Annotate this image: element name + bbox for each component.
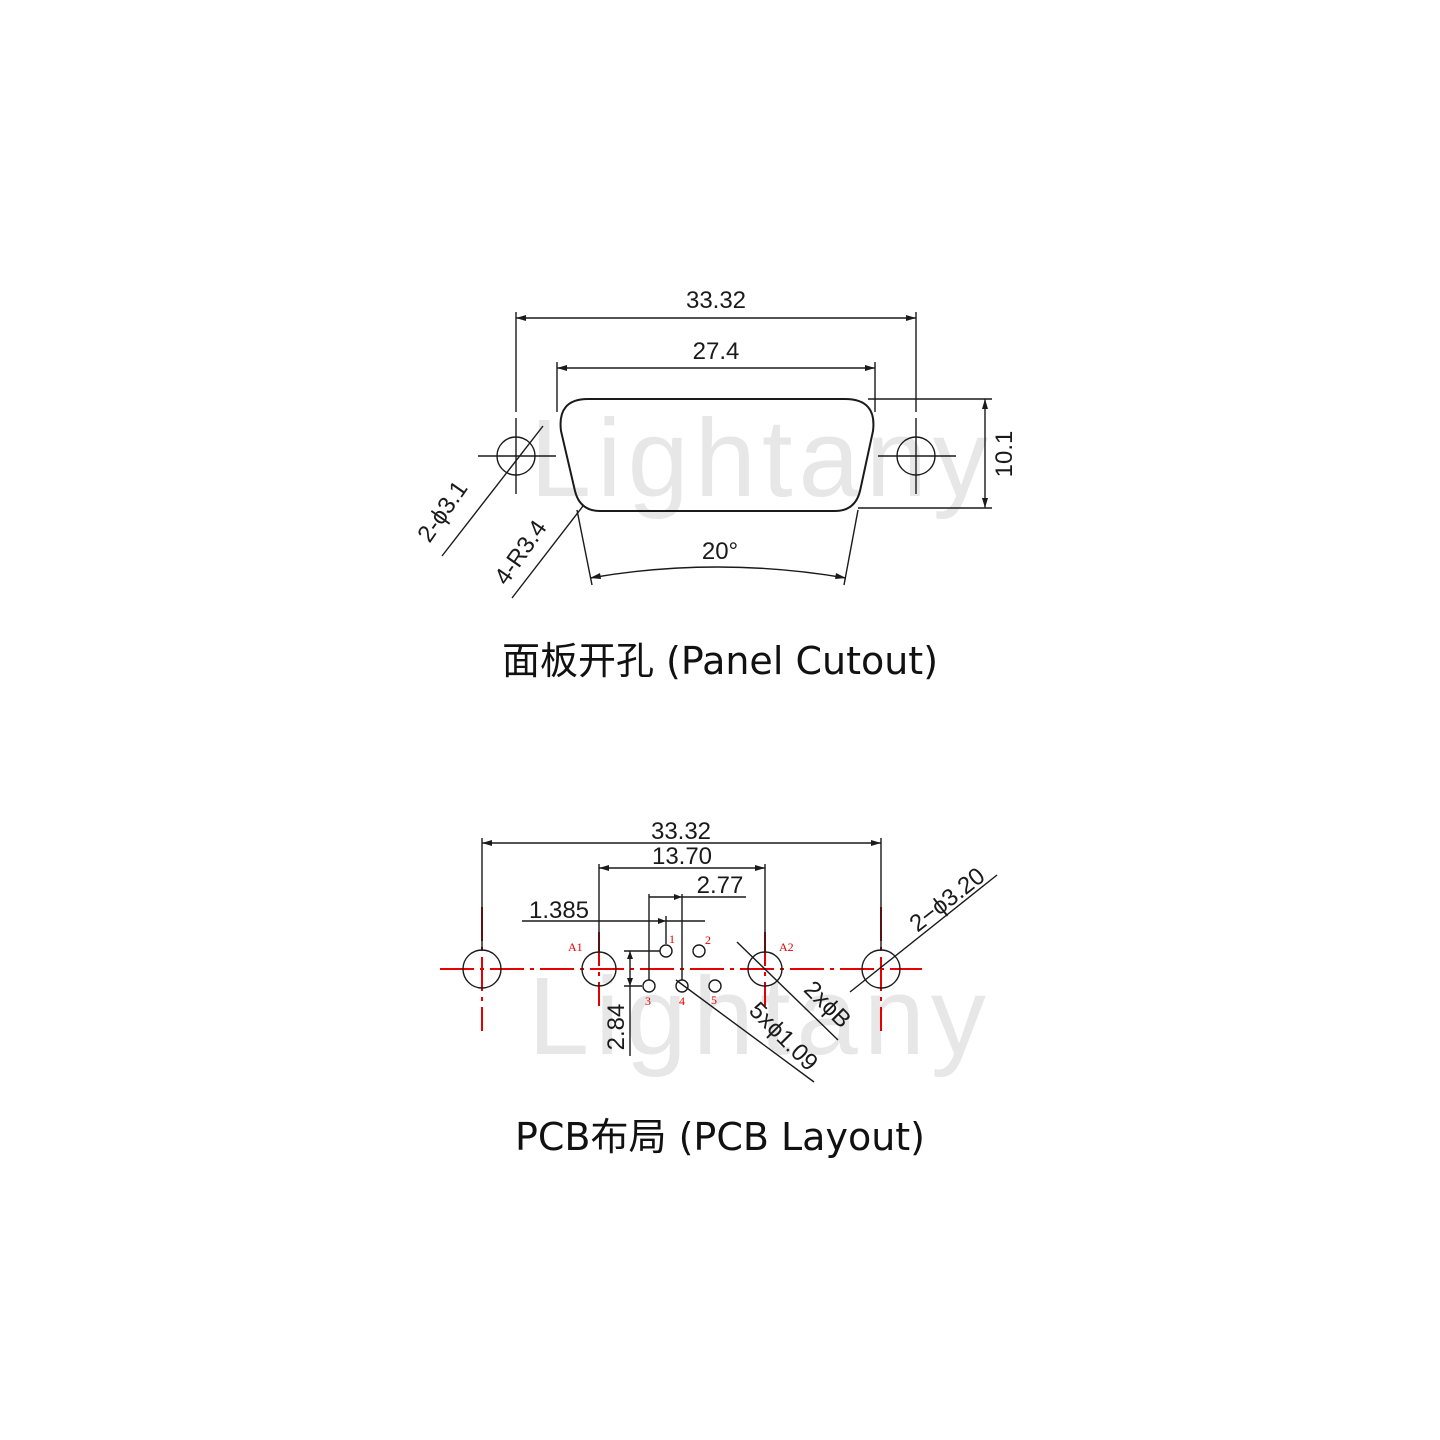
dim-height: 10.1 — [991, 431, 1018, 478]
watermark-top: Lightany — [530, 397, 994, 520]
pin-label-1: 1 — [669, 932, 675, 946]
dim-opening-width: 27.4 — [693, 338, 740, 365]
pcb-dim-row-spacing: 2.84 — [603, 1004, 630, 1051]
pcb-layout-caption: PCB布局 (PCB Layout) — [514, 1115, 926, 1159]
dim-arrows — [627, 951, 633, 986]
pin-label-5: 5 — [711, 993, 717, 1007]
angle-ext-left — [576, 509, 593, 586]
panel-cutout-caption: 面板开孔 (Panel Cutout) — [501, 639, 939, 683]
leader-anchor-holes — [736, 941, 839, 1041]
dim-holes: 2-ϕ3.1 — [412, 476, 473, 547]
pin-label-4: 4 — [679, 994, 685, 1008]
pin-label-3: 3 — [645, 994, 651, 1008]
dim-angle: 20° — [702, 538, 738, 565]
pcb-dim-anchor-spacing: 13.70 — [652, 843, 712, 870]
dim-overall-width: 33.32 — [686, 287, 746, 314]
pcb-dim-mount-holes: 2−ϕ3.20 — [905, 863, 991, 938]
angle-ext-right — [843, 509, 859, 586]
dim-arrows — [590, 573, 846, 579]
watermark-bottom: Lightany — [528, 955, 992, 1078]
pcb-dim-pin-offset: 1.385 — [529, 897, 589, 924]
pcb-dim-overall-width: 33.32 — [651, 818, 711, 845]
anchor-label-a1: A1 — [568, 940, 583, 954]
pin-hole-5 — [708, 979, 722, 993]
pin-label-2: 2 — [705, 933, 711, 947]
cutout-outline — [559, 398, 875, 512]
anchor-label-a2: A2 — [779, 940, 794, 954]
pcb-dim-pin-spacing: 2.77 — [697, 872, 744, 899]
dim-arrows — [658, 918, 666, 924]
leader-pin-holes — [675, 979, 815, 1083]
leader-holes — [441, 425, 544, 557]
leader-radius — [511, 505, 584, 599]
leader-mount-holes — [849, 874, 998, 993]
pin-hole-2 — [692, 944, 706, 958]
dim-arrows — [674, 894, 682, 900]
dim-radius: 4-R3.4 — [489, 515, 552, 590]
angle-arc — [589, 566, 847, 579]
